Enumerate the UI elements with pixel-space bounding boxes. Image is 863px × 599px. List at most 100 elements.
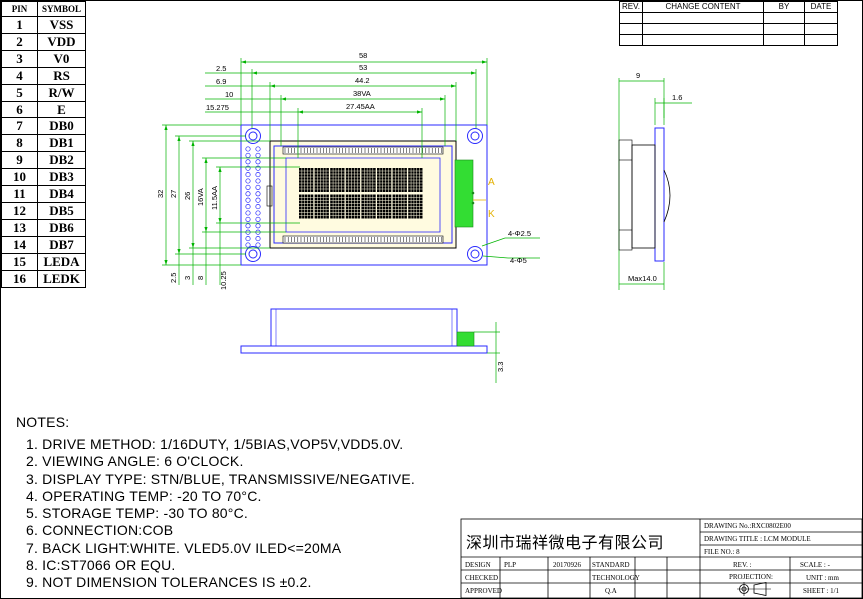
character-cell [377,194,392,219]
pin-symbol: R/W [37,83,86,102]
projection-symbol-icon [737,582,771,596]
character-cell [330,194,345,219]
note-item: 6. CONNECTION:COB [26,522,174,539]
technology-label: TECHNOLOGY [592,574,640,582]
sheet-field: SHEET : 1/1 [803,587,840,595]
dim-32: 32 [156,190,165,198]
drawing-number: DRAWING No.:RXC0802E00 [704,522,791,530]
note-item: 5. STORAGE TEMP: -30 TO 80°C. [26,505,248,522]
dim-26: 26 [183,192,192,200]
unit-field: UNIT : mm [806,574,839,582]
mounting-hole-tr [467,128,483,144]
dim-11-5aa: 11.5AA [210,186,219,210]
dim-side-1-6: 1.6 [672,93,682,102]
standard-label: STANDARD [592,561,630,569]
hole-callout-2-5: 4-Φ2.5 [508,229,531,238]
viewing-area [285,157,441,233]
pin-number: 11 [1,185,38,203]
pin-mark-k: K [488,209,495,220]
dim-53: 53 [359,63,367,72]
pin-symbol: DB5 [37,201,86,220]
pin-symbol: DB1 [37,134,86,153]
hole-callout-5: 4-Φ5 [510,256,527,265]
pin-symbol: DB7 [37,235,86,254]
dim-15-275: 15.275 [206,103,229,112]
note-item: 2. VIEWING ANGLE: 6 O'CLOCK. [26,453,244,470]
backlight-led-block [454,159,474,228]
pin-symbol: DB6 [37,218,86,237]
pin-header: PIN [1,1,38,17]
character-cell [330,168,345,192]
dim-2-5-bottom: 2.5 [169,273,178,283]
dimension-lines [162,58,540,285]
company-name: 深圳市瑞祥微电子有限公司 [466,533,665,552]
character-cell [314,194,329,219]
checked-label: CHECKED [465,574,499,582]
dimension-arrows [164,60,487,265]
pin-symbol: DB2 [37,151,86,170]
dim-side-max14: Max14.0 [628,274,657,283]
dim-27: 27 [169,190,178,198]
pin-symbol: LEDA [37,252,86,271]
character-cell [314,168,329,192]
side-view: 9 1.6 Max14.0 [618,71,692,290]
pin-symbol: DB0 [37,117,86,136]
character-cell [299,168,314,192]
dim-6-9: 6.9 [216,77,226,86]
revision-table: REV. CHANGE CONTENT BY DATE [619,1,838,46]
dim-side-9: 9 [636,71,640,80]
mounting-hole-bl [245,246,261,262]
character-cell [345,194,361,219]
notes-title: NOTES: [16,414,70,430]
dim-58: 58 [359,51,367,60]
lcd-top-contact-strip [282,146,444,155]
character-cell [392,168,407,192]
qa-label: Q.A [605,587,617,595]
character-cell [408,168,423,192]
front-view: A K [240,124,495,266]
notes-block: NOTES: 1. DRIVE METHOD: 1/16DUTY, 1/5BIA… [16,414,415,592]
design-value: PLP [504,561,517,569]
dim-2-5: 2.5 [216,64,226,73]
pin-mark-a: A [488,177,495,188]
note-item: 8. IC:ST7066 OR EQU. [26,557,176,574]
character-cell [377,168,392,192]
character-cell [392,194,407,219]
title-block-grid [460,518,863,599]
pin-number: 10 [1,168,38,187]
pin-symbol: DB3 [37,168,86,187]
design-label: DESIGN [465,561,491,569]
design-date: 20170926 [553,561,581,569]
pin-symbol: VDD [37,32,86,51]
dim-10-25: 10.25 [219,271,228,290]
rev-field: REV. : [733,561,752,569]
file-number: FILE NO.: 8 [704,548,740,556]
dim-38va: 38VA [353,89,371,98]
character-cell [299,194,314,219]
character-cell [361,168,376,192]
dim-16va: 16VA [196,188,205,206]
dim-27-45aa: 27.45AA [346,102,375,111]
pin-number: 12 [1,201,38,220]
pin-symbol: VSS [37,16,86,34]
pin-symbol: DB4 [37,185,86,203]
pcb-outline [240,124,488,266]
dim-44-2: 44.2 [355,76,370,85]
note-item: 1. DRIVE METHOD: 1/16DUTY, 1/5BIAS,VOP5V… [26,436,404,452]
note-item: 3. DISPLAY TYPE: STN/BLUE, TRANSMISSIVE/… [26,470,415,487]
projection-field: PROJECTION: [729,573,773,581]
